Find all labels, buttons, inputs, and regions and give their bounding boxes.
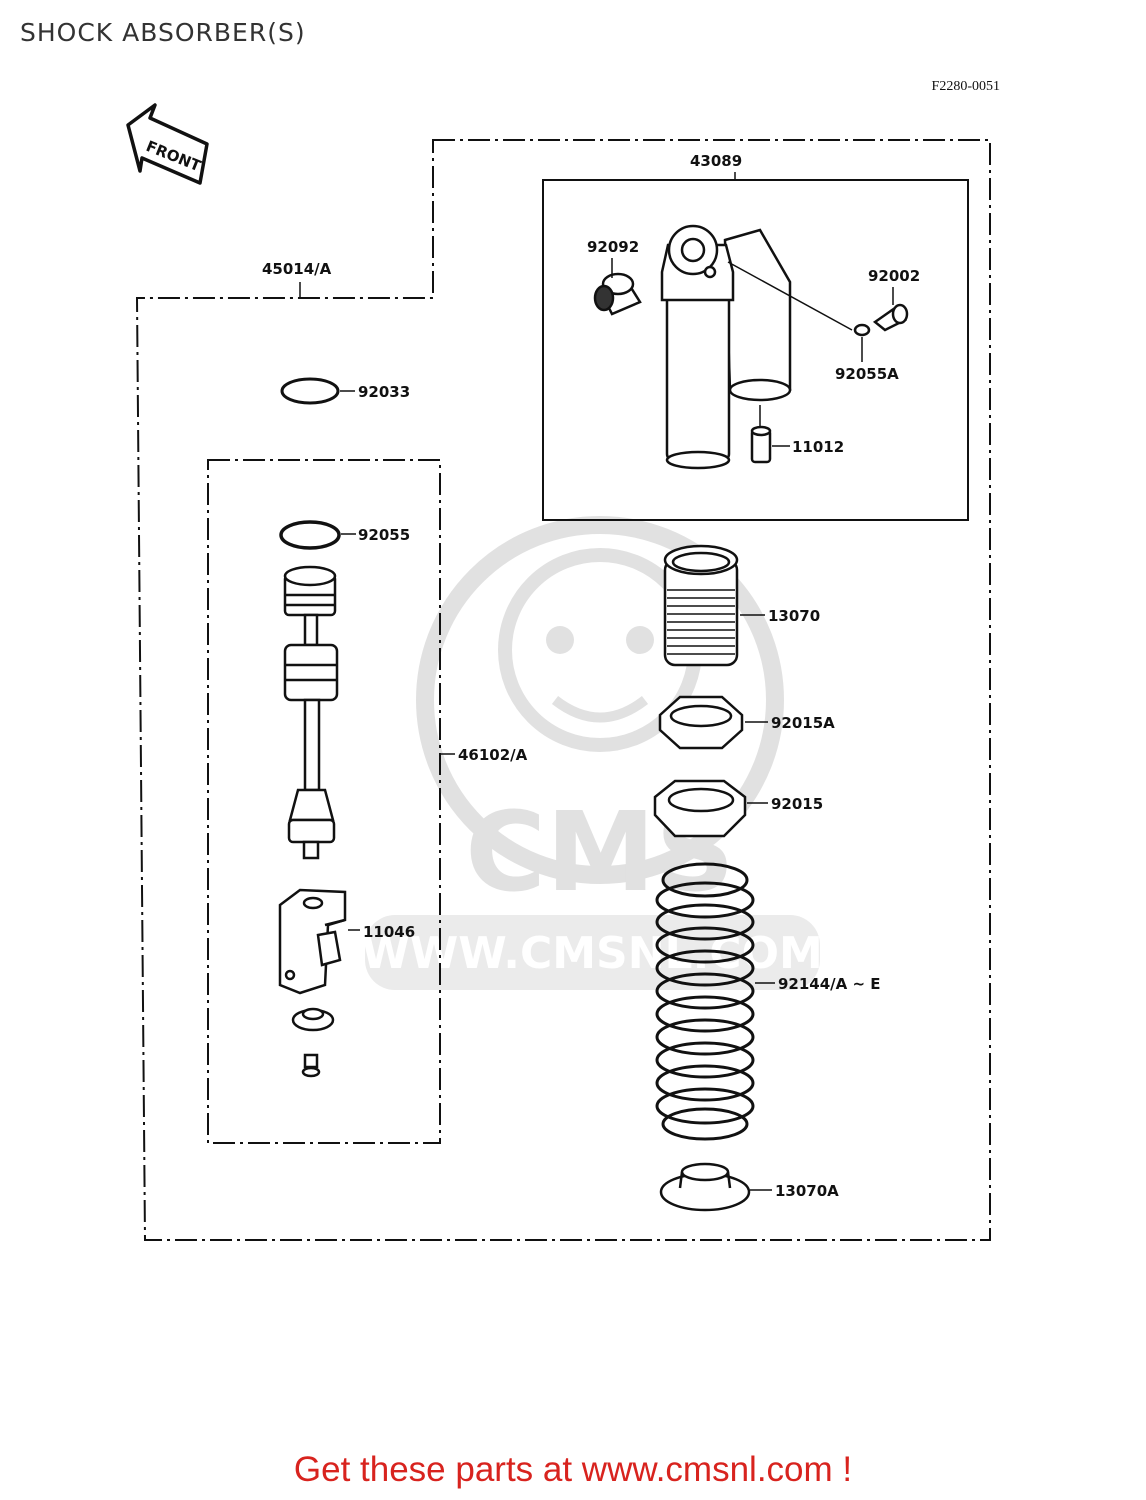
part-number-46102A: 46102/A	[458, 746, 528, 764]
shock-body-drawing	[660, 224, 792, 470]
page-title: SHOCK ABSORBER(S)	[20, 18, 306, 47]
spring-guide-drawing	[663, 544, 739, 667]
parts-diagram: CMS WWW.CMSNL.COM FRONT F2280-0051 45014…	[126, 79, 1000, 1241]
adjuster-knob-drawing	[291, 1007, 335, 1078]
part-number-92055A: 92055A	[835, 365, 899, 383]
part-number-92015: 92015	[771, 795, 823, 813]
part-number-13070: 13070	[768, 607, 820, 625]
locknut-drawing	[653, 779, 747, 838]
footer-shop-link[interactable]: Get these parts at www.cmsnl.com !	[293, 1450, 853, 1489]
gasket-drawing	[853, 323, 871, 337]
bolt-drawing	[872, 303, 909, 332]
damper-rod-drawing	[283, 565, 339, 860]
part-number-92015A: 92015A	[771, 714, 835, 732]
oring-drawing	[279, 520, 341, 550]
bushing-drawing	[593, 272, 642, 316]
part-number-43089: 43089	[690, 152, 742, 170]
part-number-11046: 11046	[363, 923, 415, 941]
spring-seat-drawing	[659, 1162, 751, 1212]
part-number-11012: 11012	[792, 438, 844, 456]
front-arrow: FRONT	[126, 103, 209, 185]
clevis-drawing	[278, 888, 347, 995]
part-number-92002: 92002	[868, 267, 920, 285]
part-number-92144: 92144/A ~ E	[778, 975, 881, 993]
part-number-45014A: 45014/A	[262, 260, 332, 278]
coil-spring-drawing	[655, 862, 755, 1141]
part-number-13070A: 13070A	[775, 1182, 839, 1200]
circlip-drawing	[280, 377, 340, 405]
part-number-92092: 92092	[587, 238, 639, 256]
valve-drawing	[750, 425, 772, 464]
diagram-reference: F2280-0051	[932, 79, 1000, 94]
locknut-a-drawing	[658, 695, 744, 750]
part-number-92055: 92055	[358, 526, 410, 544]
part-number-92033: 92033	[358, 383, 410, 401]
